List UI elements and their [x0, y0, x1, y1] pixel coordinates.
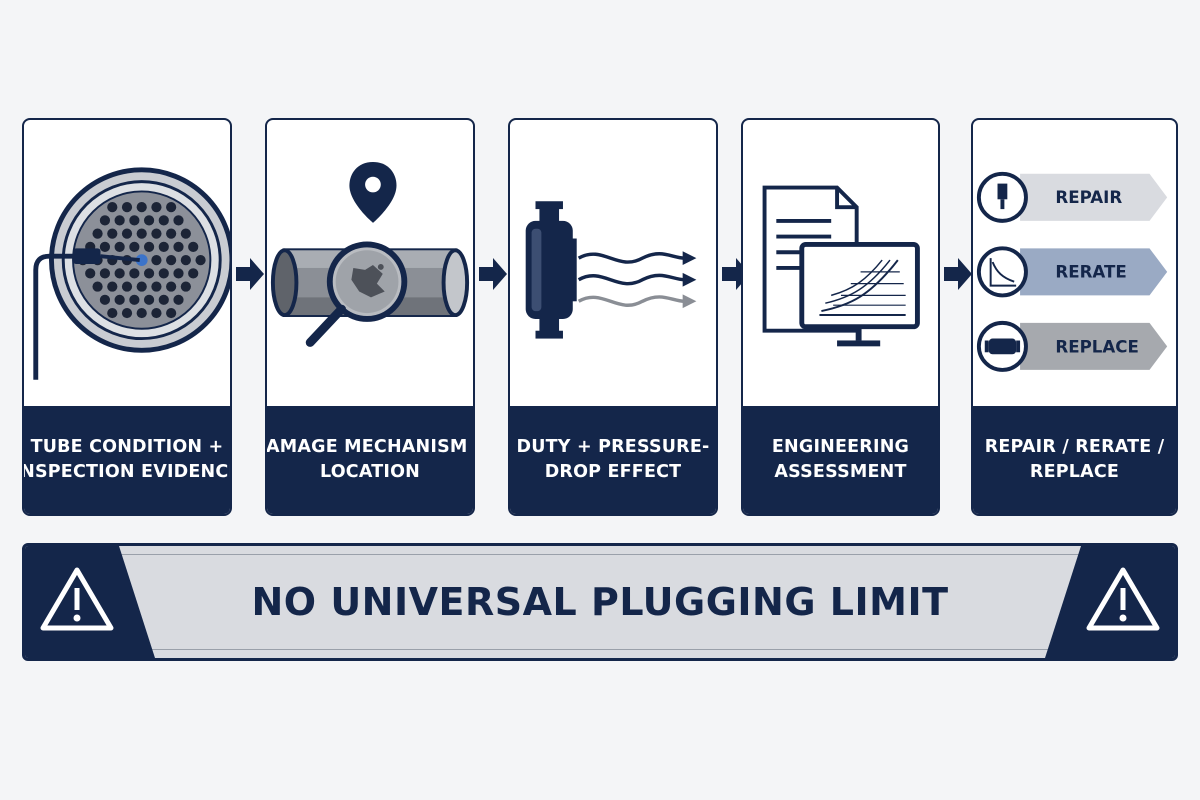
tube-hole	[136, 228, 147, 239]
tube-hole	[107, 202, 118, 213]
tube-hole	[166, 254, 177, 266]
tube-hole	[158, 241, 169, 252]
step-caption: ENGINEERING ASSESSMENT	[743, 406, 938, 514]
tube-hole	[99, 294, 111, 305]
tube-hole	[114, 241, 125, 252]
step-panel-duty-pressure-drop: DUTY + PRESSURE- DROP EFFECT	[508, 118, 718, 516]
tube-hole	[129, 294, 140, 305]
step-panel-decision: REPAIR RERATE REPLACE	[971, 118, 1178, 516]
tube-hole	[92, 228, 103, 239]
decision-options-icon: REPAIR RERATE REPLACE	[973, 120, 1176, 410]
tube-hole	[151, 281, 162, 292]
tube-hole	[129, 268, 140, 279]
tube-hole	[107, 228, 118, 239]
tube-hole	[121, 281, 133, 292]
banner-text: NO UNIVERSAL PLUGGING LIMIT	[251, 580, 949, 624]
tube-hole	[129, 241, 140, 252]
heat-exchanger-flow-icon	[510, 120, 716, 410]
tube-hole	[188, 268, 199, 279]
tube-hole	[151, 228, 162, 239]
tube-hole	[158, 215, 169, 226]
caption-line: ASSESSMENT	[774, 462, 907, 482]
tube-hole	[173, 268, 184, 279]
tube-hole	[166, 281, 177, 292]
caption-line: DAMAGE MECHANISM +	[266, 437, 473, 457]
tube-hole	[99, 241, 111, 252]
tube-hole	[166, 202, 177, 213]
option-label: RERATE	[1055, 263, 1126, 282]
step-caption: REPAIR / RERATE / REPLACE	[973, 406, 1176, 514]
tube-hole	[143, 241, 155, 252]
option-label: REPLACE	[1055, 337, 1139, 356]
tube-hole	[143, 294, 155, 305]
tube-hole	[99, 215, 111, 226]
magnified-tube-damage-icon	[267, 120, 473, 410]
step-caption: DAMAGE MECHANISM + LOCATION	[267, 406, 473, 514]
caption-line: DROP EFFECT	[544, 462, 682, 482]
tube-hole	[151, 202, 162, 213]
tube-hole	[173, 215, 184, 226]
caption-line: ENGINEERING	[771, 437, 910, 457]
document-monitor-chart-icon	[743, 120, 938, 410]
tube-hole	[158, 294, 169, 305]
tube-hole	[180, 254, 191, 266]
warning-icon	[1045, 546, 1175, 658]
tube-hole	[195, 254, 206, 266]
tube-hole	[143, 268, 155, 279]
warning-banner: NO UNIVERSAL PLUGGING LIMIT	[22, 543, 1178, 661]
step-panel-engineering-assessment: ENGINEERING ASSESSMENT	[741, 118, 940, 516]
flow-arrow-icon	[236, 258, 264, 290]
tube-hole	[188, 241, 199, 252]
option-label: REPAIR	[1055, 188, 1122, 207]
tubesheet-inspection-icon	[24, 120, 230, 410]
tube-hole	[121, 202, 133, 213]
tube-hole	[158, 268, 169, 279]
option-rerate: RERATE	[976, 246, 1168, 298]
caption-line: REPLACE	[1029, 462, 1120, 482]
tube-hole	[166, 307, 177, 319]
tube-hole	[151, 254, 162, 266]
tube-hole	[143, 215, 155, 226]
tube-hole	[166, 228, 177, 239]
tube-hole	[107, 307, 118, 319]
tube-hole	[180, 281, 191, 292]
tube-hole	[85, 268, 96, 279]
tube-hole	[180, 228, 191, 239]
step-panel-tube-condition: TUBE CONDITION + INSPECTION EVIDENCE	[22, 118, 232, 516]
caption-line: REPAIR / RERATE /	[984, 437, 1165, 457]
option-repair: REPAIR	[976, 171, 1168, 223]
tube-hole	[173, 241, 184, 252]
caption-line: INSPECTION EVIDENCE	[22, 462, 232, 482]
step-caption: TUBE CONDITION + INSPECTION EVIDENCE	[24, 406, 230, 514]
tube-hole	[129, 215, 140, 226]
caption-line: LOCATION	[319, 462, 420, 482]
caption-line: TUBE CONDITION +	[30, 437, 224, 457]
tube-hole	[114, 215, 125, 226]
tube-hole	[99, 268, 111, 279]
tube-hole	[121, 228, 133, 239]
tube-hole	[114, 268, 125, 279]
step-panel-damage-mechanism: DAMAGE MECHANISM + LOCATION	[265, 118, 475, 516]
tube-hole	[121, 307, 133, 319]
tube-hole	[136, 281, 147, 292]
tube-hole	[136, 202, 147, 213]
tube-hole	[107, 281, 118, 292]
flow-arrow-icon	[944, 258, 972, 290]
step-caption: DUTY + PRESSURE- DROP EFFECT	[510, 406, 716, 514]
tube-hole	[136, 307, 147, 319]
tube-hole	[151, 307, 162, 319]
tube-hole	[173, 294, 184, 305]
flow-arrow-icon	[479, 258, 507, 290]
option-replace: REPLACE	[976, 320, 1168, 372]
warning-icon	[25, 546, 155, 658]
tube-hole	[114, 294, 125, 305]
caption-line: DUTY + PRESSURE-	[516, 437, 710, 457]
tube-hole	[92, 281, 103, 292]
